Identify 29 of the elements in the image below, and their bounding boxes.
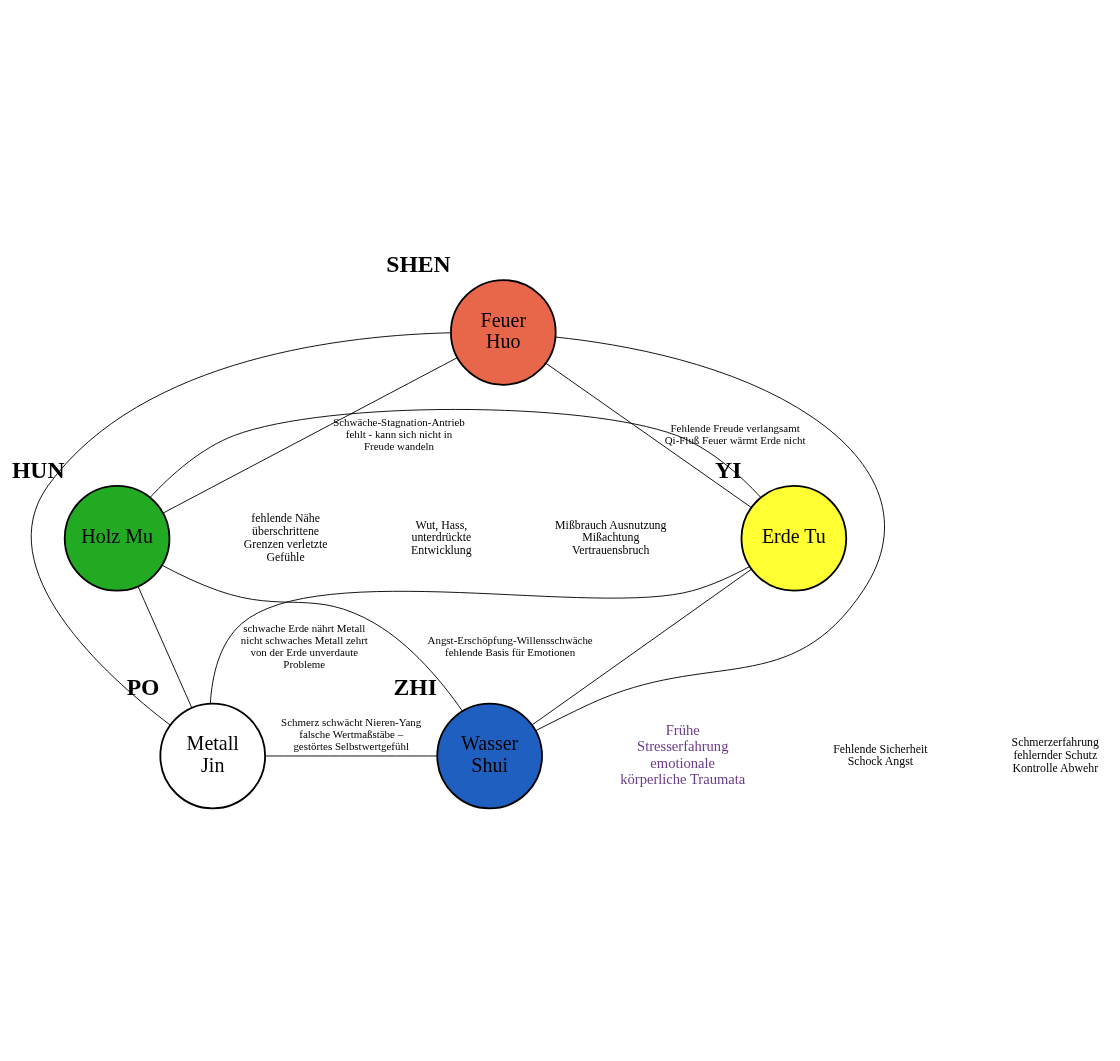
label: Wut, Hass, unterdrückte Entwicklung bbox=[411, 517, 472, 557]
connector bbox=[535, 336, 885, 731]
connector bbox=[209, 565, 751, 704]
connector bbox=[31, 331, 452, 726]
label: fehlende Nähe überschrittene Grenzen verletzte Gefühle bbox=[243, 510, 328, 564]
label: Mißbrauch Ausnutzung Mißachtung Vertrauensbruch bbox=[555, 517, 667, 557]
edge-label: Schmerz schwächt Nieren-Yang falsche Wertmaßstäbe – gestörtes Selbstwertgefühl bbox=[281, 715, 422, 752]
node-label: ZHI bbox=[393, 673, 437, 700]
connector bbox=[149, 408, 762, 498]
edge-label: Angst-Erschöpfung-Willensschwäche fehlende Basis für Emotionen bbox=[427, 633, 593, 658]
label: Schmerzerfahrung fehlernder Schutz Kontrolle Abwehr bbox=[1011, 734, 1099, 775]
connector bbox=[545, 362, 752, 508]
node-circle: Erde Tu bbox=[740, 484, 848, 592]
node-circle: Metall Jin bbox=[159, 702, 267, 809]
label: Fehlende Sicherheit Schock Angst bbox=[833, 741, 928, 768]
connector bbox=[161, 564, 463, 712]
connector bbox=[162, 356, 458, 514]
connector bbox=[137, 585, 193, 708]
edge-label: Schwäche-Stagnation-Antrieb fehlt - kann sich nicht in Freude wandeln bbox=[333, 415, 465, 452]
label: Frühe Stresserfahrung emotionale körperliche Traumata bbox=[620, 721, 746, 787]
node-label: SHEN bbox=[386, 250, 451, 277]
node-label: PO bbox=[126, 673, 160, 700]
node-label: HUN bbox=[11, 456, 65, 483]
edge-label: schwache Erde nährt Metall nicht schwaches Metall zehrt von der Erde unverdaute Probleme bbox=[240, 621, 368, 670]
node-circle: Wasser Shui bbox=[436, 702, 543, 809]
connector bbox=[264, 755, 438, 756]
node-circle: Holz Mu bbox=[63, 484, 171, 592]
node-circle: Feuer Huo bbox=[450, 278, 557, 386]
connector bbox=[531, 568, 752, 725]
